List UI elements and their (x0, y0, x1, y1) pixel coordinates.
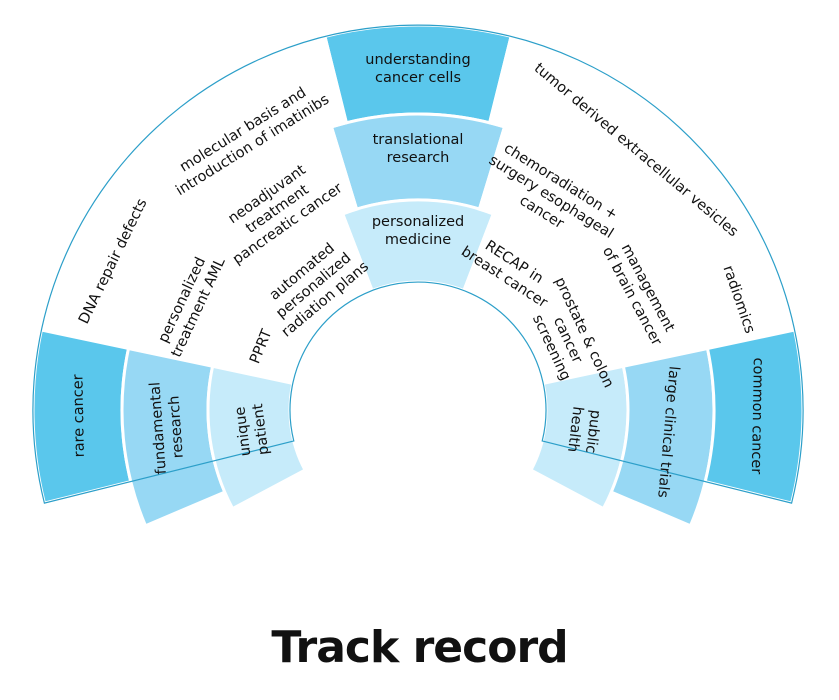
cell-unique-patient (206, 364, 308, 511)
label-public-health-line: health (564, 406, 585, 454)
label-fundamental-research-line: fundamental (147, 382, 169, 475)
label-fundamental-research-line: research (166, 395, 186, 459)
header-translational-research-line: research (387, 150, 450, 166)
header-translational-research-line: translational (373, 132, 464, 148)
header-translational-research: translational research (373, 132, 464, 166)
track-record-diagram: understanding cancer cells translational re… (31, 23, 805, 528)
label-public-health: publichealth (564, 406, 603, 456)
label-fundamental-research: fundamentalresearch (147, 380, 187, 475)
header-personalized-medicine-line: medicine (385, 232, 451, 248)
label-rare-cancer: rare cancer (70, 374, 87, 457)
header-personalized-medicine: personalized medicine (372, 214, 464, 248)
label-common-cancer: common cancer (748, 357, 766, 474)
header-understanding-cancer-cells: understanding cancer cells (365, 52, 470, 86)
label-unique-patient-line: patient (250, 402, 272, 455)
header-understanding-cancer-cells-line: understanding (365, 52, 470, 68)
header-understanding-cancer-cells-line: cancer cells (375, 70, 461, 86)
header-personalized-medicine-line: personalized (372, 214, 464, 230)
label-unique-patient-line: unique (232, 406, 254, 457)
diagram-title: Track record (271, 622, 568, 673)
diagram-outline (32, 24, 804, 504)
label-common-cancer-line: common cancer (748, 357, 766, 474)
label-unique-patient: uniquepatient (232, 402, 272, 458)
label-rare-cancer-line: rare cancer (70, 374, 87, 457)
label-public-health-line: public (582, 409, 603, 454)
